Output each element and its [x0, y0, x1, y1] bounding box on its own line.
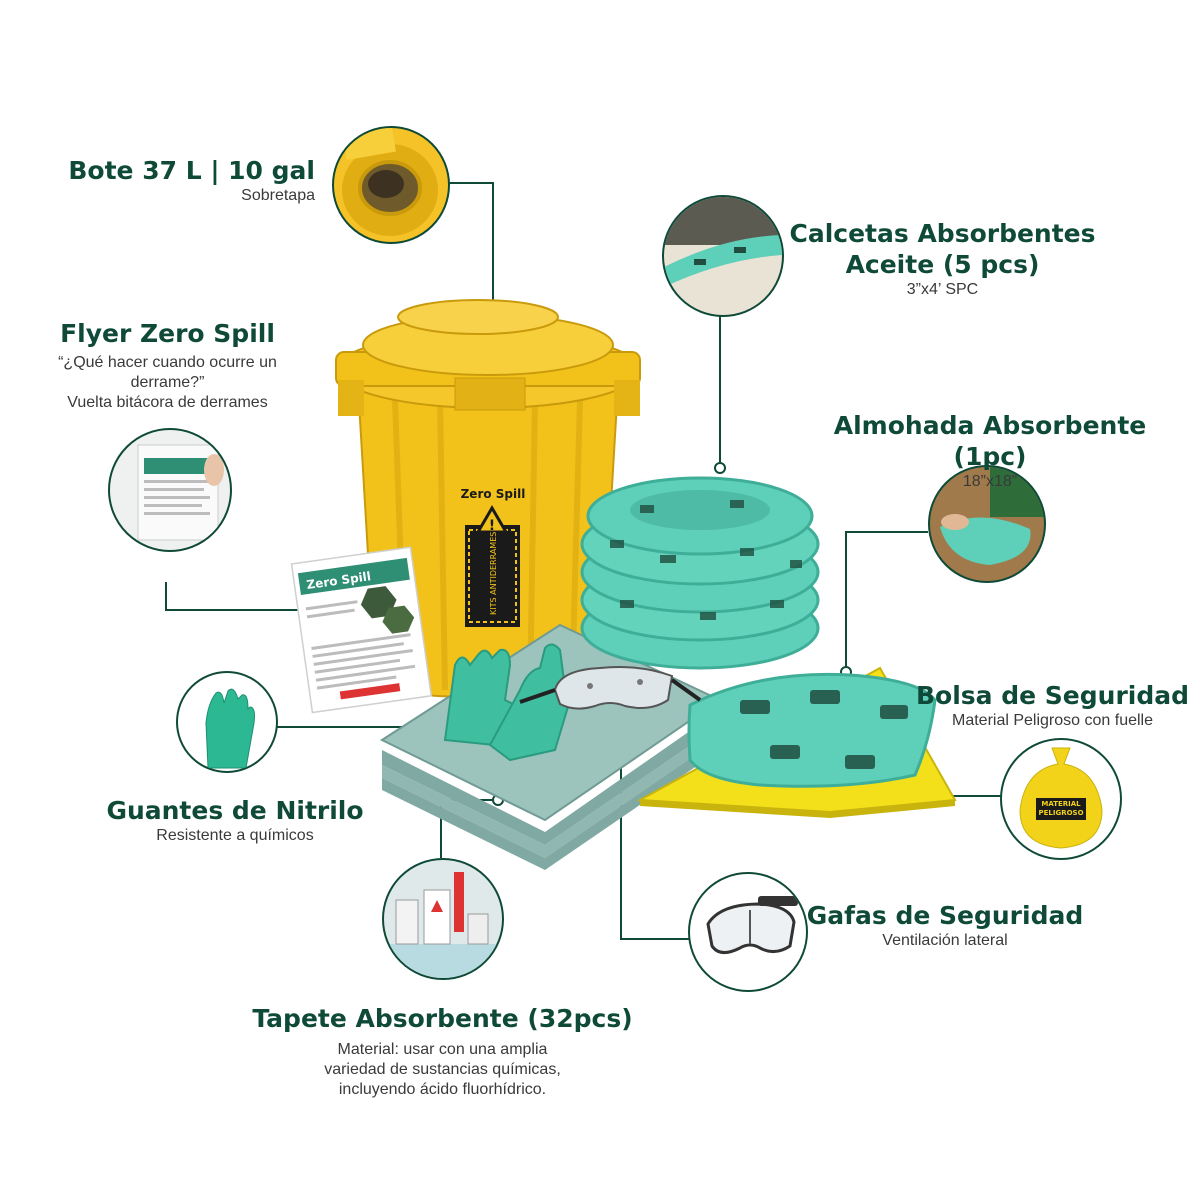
- goggles-thumbnail: [688, 872, 808, 992]
- gloves-subtitle: Resistente a químicos: [156, 827, 314, 844]
- flyer-subtitle-line2: derrame?”: [130, 374, 205, 391]
- pads-subtitle-line1: Material: usar con una amplia: [337, 1041, 548, 1058]
- socks-subtitle: 3”x4’ SPC: [906, 281, 979, 298]
- bucket-brand-text: Zero Spill: [461, 487, 526, 501]
- flyer-subtitle-line1: “¿Qué hacer cuando ocurre un: [58, 354, 277, 371]
- pads-subtitle-line3: incluyendo ácido fluorhídrico.: [338, 1081, 547, 1098]
- bag-title: Bolsa de Seguridad: [915, 681, 1190, 710]
- gloves-thumbnail: [176, 671, 278, 773]
- pads-subtitle-line2: variedad de sustancias químicas,: [324, 1061, 561, 1078]
- bucket-illustration: ! KITS ANTIDERRAMES Zero Spill: [335, 299, 641, 699]
- pads-title: Tapete Absorbente (32pcs): [252, 1004, 633, 1033]
- socks-label: Calcetas Absorbentes Aceite (5 pcs) 3”x4…: [780, 218, 1105, 300]
- pillow-subtitle: 18”x18”: [962, 473, 1018, 490]
- goggles-subtitle: Ventilación lateral: [882, 932, 1008, 949]
- goggles-label: Gafas de Seguridad Ventilación lateral: [805, 900, 1085, 951]
- bucket-subtitle: Sobretapa: [241, 187, 315, 204]
- gloves-label: Guantes de Nitrilo Resistente a químicos: [95, 795, 375, 846]
- flyer-label: Flyer Zero Spill “¿Qué hacer cuando ocur…: [20, 318, 315, 413]
- pillow-title: Almohada Absorbente (1pc): [833, 411, 1147, 471]
- bucket-label: Bote 37 L | 10 gal Sobretapa: [60, 155, 315, 206]
- bucket-title: Bote 37 L | 10 gal: [68, 156, 315, 185]
- flyer-title: Flyer Zero Spill: [60, 319, 275, 348]
- bag-thumbnail: MATERIAL PELIGROSO: [1000, 738, 1122, 860]
- svg-text:!: !: [489, 518, 495, 534]
- pillow-thumbnail: [928, 465, 1046, 583]
- socks-illustration: [580, 476, 820, 670]
- socks-title-line1: Calcetas Absorbentes: [789, 219, 1096, 248]
- gloves-title: Guantes de Nitrilo: [106, 796, 364, 825]
- socks-title-line2: Aceite (5 pcs): [845, 250, 1040, 279]
- pillow-illustration: [687, 672, 937, 788]
- flyer-connector: [165, 582, 323, 611]
- pads-thumbnail: [382, 858, 504, 980]
- bucket-thumbnail: [332, 126, 450, 244]
- goggles-title: Gafas de Seguridad: [806, 901, 1084, 930]
- goggles-illustration: [519, 666, 702, 710]
- flyer-illustration: Zero Spill: [290, 546, 433, 714]
- flyer-thumbnail: [108, 428, 232, 552]
- bucket-warning-text: KITS ANTIDERRAMES: [489, 532, 498, 615]
- gloves-illustration: [443, 643, 572, 762]
- pads-label: Tapete Absorbente (32pcs) Material: usar…: [240, 1003, 645, 1100]
- socks-connector-dot: [714, 462, 726, 474]
- bag-label-text: MATERIAL PELIGROSO: [1038, 800, 1084, 817]
- flyer-subtitle-line3: Vuelta bitácora de derrames: [67, 394, 268, 411]
- socks-thumbnail: [662, 195, 784, 317]
- pillow-label: Almohada Absorbente (1pc) 18”x18”: [795, 410, 1185, 492]
- bag-subtitle: Material Peligroso con fuelle: [952, 712, 1153, 729]
- bag-label: Bolsa de Seguridad Material Peligroso co…: [915, 680, 1190, 731]
- pillow-connector: [845, 531, 928, 672]
